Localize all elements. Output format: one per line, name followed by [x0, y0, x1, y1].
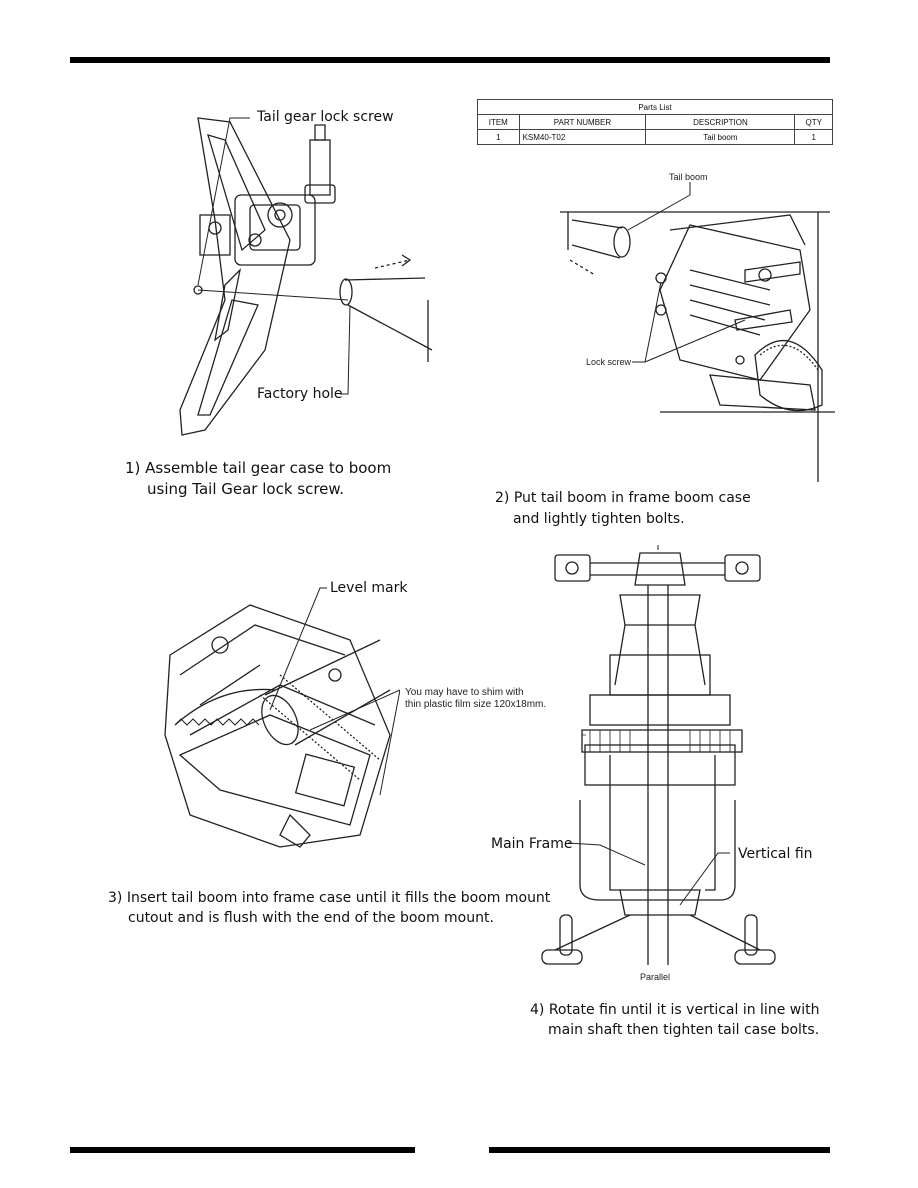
cell-qty: 1	[794, 129, 833, 145]
label-main-frame: Main Frame	[491, 836, 573, 852]
boom-mount-illustration	[164, 587, 400, 848]
label-parallel: Parallel	[640, 972, 671, 982]
label-tail-boom: Tail boom	[669, 172, 708, 182]
tail-gear-case-illustration	[179, 117, 433, 436]
step4-caption: 4) Rotate fin until it is vertical in li…	[530, 1000, 819, 1040]
header-rule	[70, 57, 830, 63]
col-part-number: PART NUMBER	[518, 114, 647, 130]
col-qty: QTY	[794, 114, 833, 130]
parts-list-title: Parts List	[477, 99, 833, 115]
step3-caption: 3) Insert tail boom into frame case unti…	[108, 888, 550, 928]
col-description: DESCRIPTION	[645, 114, 796, 130]
col-item: ITEM	[477, 114, 520, 130]
cell-item: 1	[477, 129, 520, 145]
step2-caption: 2) Put tail boom in frame boom case and …	[495, 488, 751, 530]
label-factory-hole: Factory hole	[257, 386, 343, 402]
cell-description: Tail boom	[645, 129, 796, 145]
parts-list-table: Parts List ITEM PART NUMBER DESCRIPTION …	[477, 99, 833, 145]
footer-rule-right	[489, 1147, 830, 1153]
footer-rule-left	[70, 1147, 415, 1153]
step1-caption: 1) Assemble tail gear case to boom using…	[125, 458, 391, 500]
step2-caption-line1: 2) Put tail boom in frame boom case	[495, 490, 751, 506]
vertical-fin-alignment-illustration	[541, 545, 776, 965]
step2-caption-line2: and lightly tighten bolts.	[513, 511, 685, 527]
table-row: 1 KSM40-T02 Tail boom 1	[477, 129, 833, 145]
frame-boom-case-illustration	[560, 182, 835, 482]
step4-caption-line2: main shaft then tighten tail case bolts.	[548, 1022, 820, 1038]
cell-part-number: KSM40-T02	[518, 129, 647, 145]
label-vertical-fin: Vertical fin	[738, 846, 813, 862]
step1-caption-line2: using Tail Gear lock screw.	[147, 480, 345, 498]
shim-note: You may have to shim with thin plastic f…	[405, 687, 546, 711]
step3-caption-line1: 3) Insert tail boom into frame case unti…	[108, 890, 551, 906]
label-level-mark: Level mark	[330, 580, 408, 596]
label-tail-gear-lock-screw: Tail gear lock screw	[257, 109, 394, 125]
label-lock-screw: Lock screw	[586, 357, 632, 367]
shim-note-line1: You may have to shim with	[405, 687, 524, 698]
step4-caption-line1: 4) Rotate fin until it is vertical in li…	[530, 1002, 820, 1018]
shim-note-line2: thin plastic film size 120x18mm.	[405, 699, 547, 710]
step1-caption-line1: 1) Assemble tail gear case to boom	[125, 459, 392, 477]
step3-caption-line2: cutout and is flush with the end of the …	[128, 910, 494, 926]
